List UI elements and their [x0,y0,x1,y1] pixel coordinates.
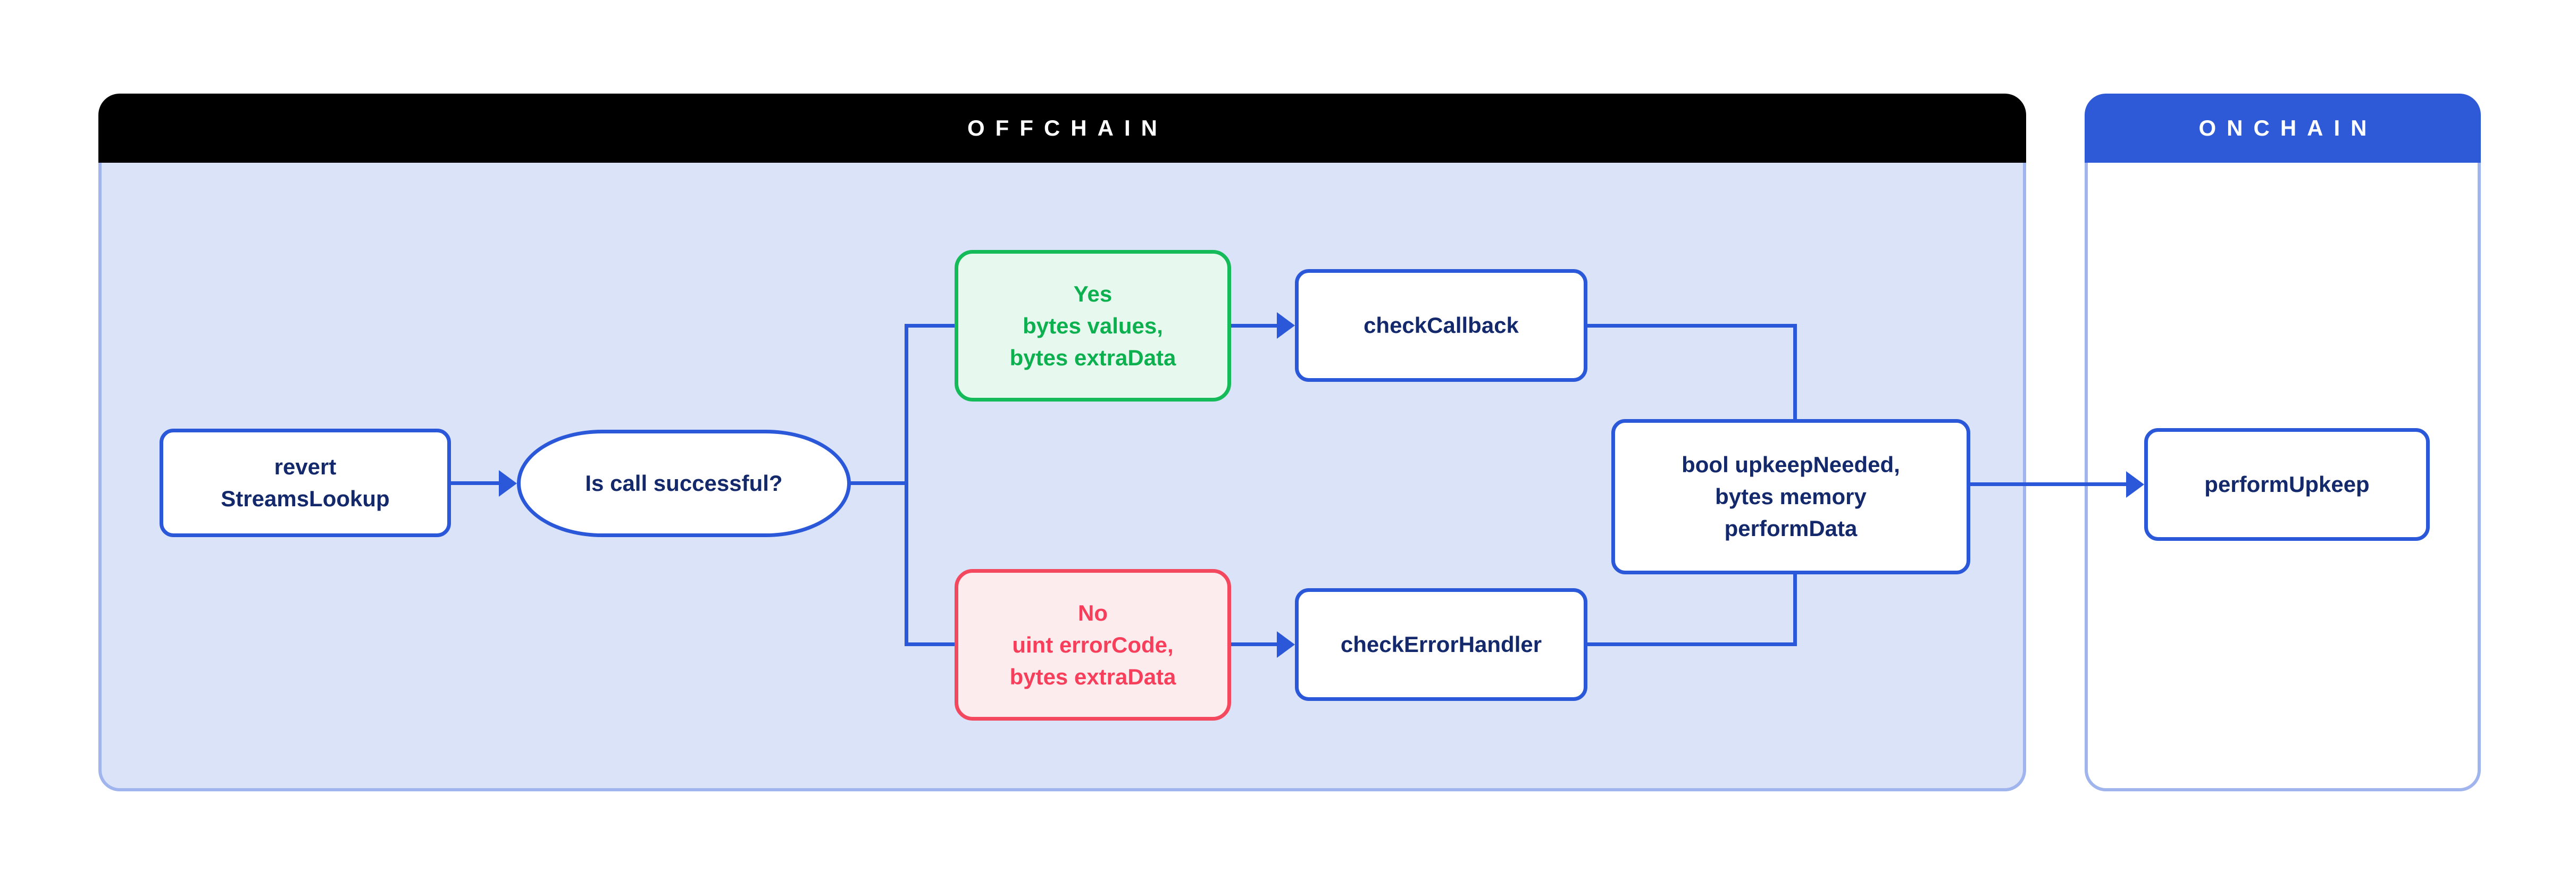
node-revert-line2: StreamsLookup [221,486,390,511]
node-check-callback-label: checkCallback [1364,313,1519,338]
node-upkeep-needed-line3: performData [1724,516,1858,541]
node-upkeep-needed-line2: bytes memory [1715,484,1867,509]
connector-no-to-checkerrorhandler [1231,642,1278,646]
offchain-header-label: OFFCHAIN [967,115,1168,140]
node-upkeep-needed-line1: bool upkeepNeeded, [1682,452,1900,477]
node-check-error-handler-label: checkErrorHandler [1340,632,1542,657]
node-no-line2: uint errorCode, [1012,632,1174,657]
connector-checkerrorhandler-right [1587,642,1797,646]
arrowhead-no-to-checkerrorhandler [1277,631,1295,658]
node-check-error-handler: checkErrorHandler [1295,588,1587,701]
connector-upkeep-to-performupkeep [1970,482,2127,486]
node-yes-line1: Yes [1073,281,1113,306]
connector-branch-to-no [905,642,955,646]
arrowhead-revert-to-pill [499,470,517,497]
node-revert-streamslookup: revert StreamsLookup [160,429,451,537]
offchain-header: OFFCHAIN [98,94,2026,163]
onchain-header: ONCHAIN [2085,94,2481,163]
node-no-line1: No [1078,600,1108,625]
node-yes-bytes-values: Yes bytes values, bytes extraData [955,250,1231,402]
node-yes-line2: bytes values, [1023,313,1163,338]
connector-yes-to-checkcallback [1231,324,1278,328]
node-upkeep-needed: bool upkeepNeeded, bytes memory performD… [1611,419,1970,574]
node-is-call-successful-label: Is call successful? [585,471,783,496]
node-no-line3: bytes extraData [1009,664,1176,689]
connector-branch-to-yes [905,324,955,328]
node-perform-upkeep-label: performUpkeep [2204,472,2370,497]
node-yes-line3: bytes extraData [1009,345,1176,370]
connector-revert-to-pill [451,481,501,485]
connector-checkcallback-right [1587,324,1797,328]
onchain-header-label: ONCHAIN [2198,115,2378,140]
arrowhead-yes-to-checkcallback [1277,312,1295,339]
connector-checkcallback-down [1793,324,1797,422]
arrowhead-upkeep-to-performupkeep [2126,471,2144,498]
connector-checkerrorhandler-up [1793,572,1797,646]
node-perform-upkeep: performUpkeep [2144,428,2430,541]
node-no-uint-errorcode: No uint errorCode, bytes extraData [955,569,1231,721]
node-is-call-successful: Is call successful? [517,430,851,537]
connector-pill-to-branch [850,481,907,485]
connector-branch-vertical [905,324,908,646]
node-check-callback: checkCallback [1295,269,1587,382]
node-revert-line1: revert [274,454,337,479]
